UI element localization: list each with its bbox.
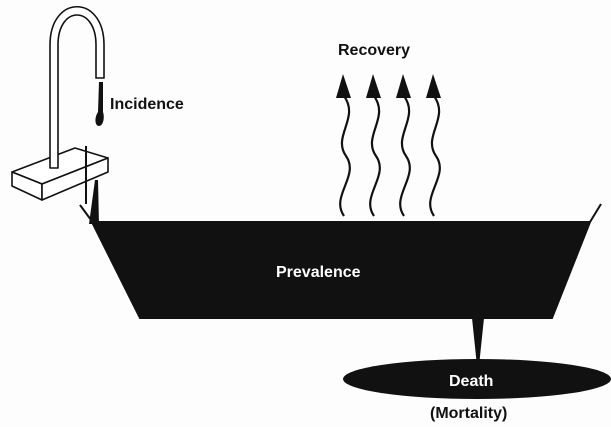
drain-drip [472,318,484,366]
recovery-arrow-4 [430,96,440,216]
recovery-arrow-3 [400,96,410,216]
arrowhead-1 [336,74,351,98]
arrowhead-2 [366,74,381,98]
up-arrow-icon [336,74,441,98]
prevalence-label: Prevalence [276,264,361,281]
inflow-stream [89,180,99,224]
water-drop-icon [95,82,103,126]
arrowhead-3 [396,74,411,98]
bathtub-rim-right [590,204,601,222]
recovery-arrows [340,96,440,216]
death-label: Death [449,373,493,390]
recovery-label: Recovery [338,42,410,59]
recovery-arrow-2 [370,96,380,216]
mortality-label: (Mortality) [430,405,507,422]
recovery-arrow-1 [340,96,350,216]
incidence-label: Incidence [110,96,184,113]
arrowhead-4 [426,74,441,98]
faucet-icon [12,7,108,204]
